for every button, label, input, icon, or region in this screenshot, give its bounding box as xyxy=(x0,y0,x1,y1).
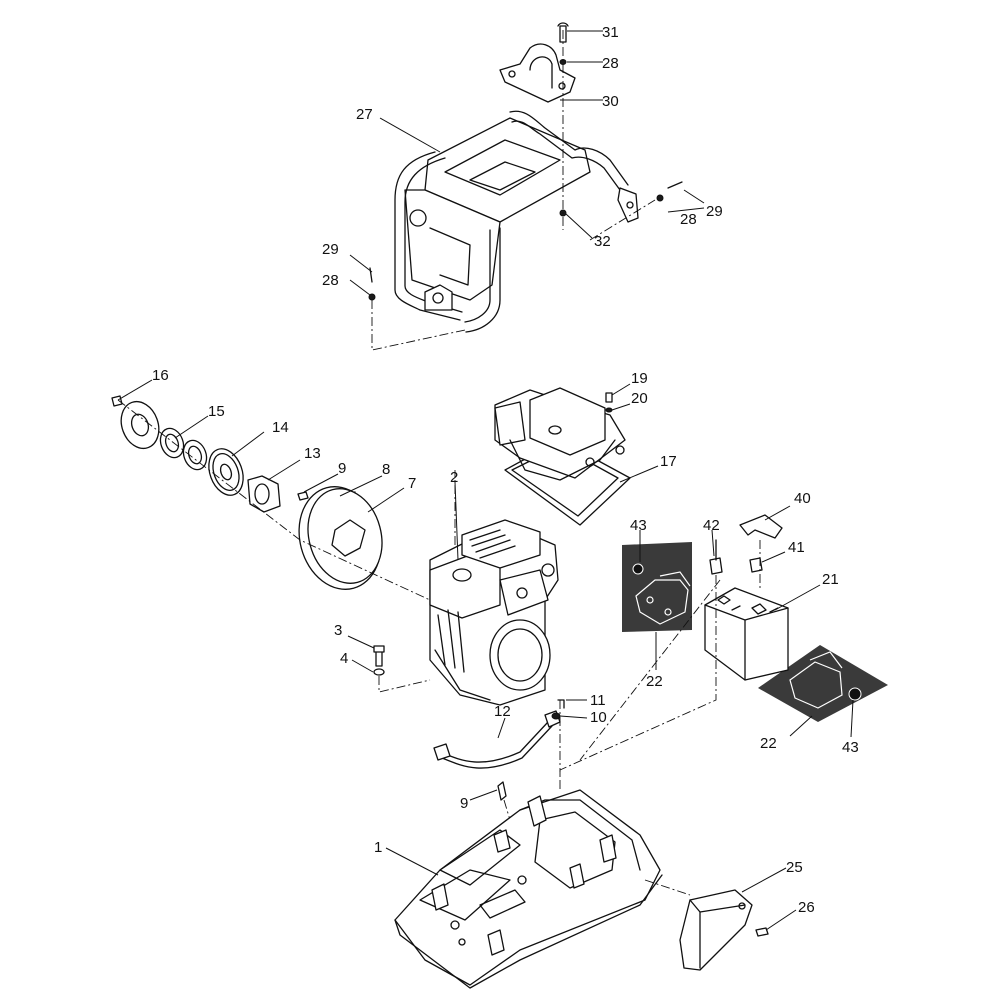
callout-21: 21 xyxy=(822,571,839,588)
callout-25: 25 xyxy=(786,859,803,876)
callout-13: 13 xyxy=(304,445,321,462)
battery-mat-part-22-left xyxy=(622,542,692,632)
callout-41: 41 xyxy=(788,539,805,556)
callout-29: 29 xyxy=(706,203,723,220)
axis-line xyxy=(559,575,717,790)
clip-part-11 xyxy=(557,699,565,709)
callout-27: 27 xyxy=(356,106,373,123)
clutch-disc-part-14 xyxy=(208,448,244,496)
screw-part-26 xyxy=(755,927,769,937)
callout-32: 32 xyxy=(594,233,611,250)
callout-2: 2 xyxy=(450,469,458,486)
cover-plate-part-15 xyxy=(120,400,160,450)
callout-labels: 31 28 30 27 28 29 32 29 28 16 15 14 13 9… xyxy=(152,24,859,916)
bracket-part-40 xyxy=(739,514,783,539)
callout-43: 43 xyxy=(630,517,647,534)
callout-3: 3 xyxy=(334,622,342,639)
callout-14: 14 xyxy=(272,419,289,436)
battery-part-21 xyxy=(704,587,789,681)
washer-part-20 xyxy=(605,407,613,413)
callout-1: 1 xyxy=(374,839,382,856)
callout-7: 7 xyxy=(408,475,416,492)
terminal-clamp-part-42 xyxy=(709,539,723,575)
axis-line xyxy=(378,676,431,693)
callout-43: 43 xyxy=(842,739,859,756)
callout-26: 26 xyxy=(798,899,815,916)
axis-line xyxy=(503,799,511,821)
callout-30: 30 xyxy=(602,93,619,110)
callout-11: 11 xyxy=(590,692,606,709)
guard-frame-part-27 xyxy=(394,110,639,333)
callout-22: 22 xyxy=(760,735,777,752)
callout-16: 16 xyxy=(152,367,169,384)
clamp-part-10 xyxy=(551,712,561,720)
base-plate-part-1 xyxy=(394,789,663,989)
key-part-9-lower xyxy=(497,781,507,801)
callout-28: 28 xyxy=(322,272,339,289)
side-cover-part-25 xyxy=(679,889,753,971)
engine-part-2 xyxy=(429,519,559,706)
callout-42: 42 xyxy=(703,517,720,534)
callout-8: 8 xyxy=(382,461,390,478)
pin-part-29-left xyxy=(368,267,376,301)
pulley-part-7 xyxy=(298,486,383,590)
screw-part-16 xyxy=(111,395,123,407)
washer-part-4 xyxy=(373,668,385,676)
callout-4: 4 xyxy=(340,650,348,667)
callout-10: 10 xyxy=(590,709,607,726)
battery-mat-part-22-right xyxy=(758,645,888,722)
callout-19: 19 xyxy=(631,370,648,387)
clutch-hub-part-13 xyxy=(247,475,281,513)
callout-17: 17 xyxy=(660,453,677,470)
callout-28: 28 xyxy=(680,211,697,228)
callout-29: 29 xyxy=(322,241,339,258)
axis-line xyxy=(589,199,656,241)
callout-9: 9 xyxy=(338,460,346,477)
callout-15: 15 xyxy=(208,403,225,420)
callout-9: 9 xyxy=(460,795,468,812)
terminal-clamp-part-41 xyxy=(749,557,763,573)
callout-28: 28 xyxy=(602,55,619,72)
callout-22: 22 xyxy=(646,673,663,690)
axis-line xyxy=(117,399,431,601)
axis-line xyxy=(579,579,721,761)
callout-12: 12 xyxy=(494,703,511,720)
axis-line xyxy=(644,879,691,896)
callout-40: 40 xyxy=(794,490,811,507)
bolt-part-3 xyxy=(373,645,385,667)
pin-part-29-right xyxy=(656,181,683,202)
key-part-9-upper xyxy=(297,491,309,501)
callout-20: 20 xyxy=(631,390,648,407)
control-box-part-17 xyxy=(494,387,631,526)
callout-31: 31 xyxy=(602,24,619,41)
screw-part-19 xyxy=(605,392,613,403)
bracket-part-30 xyxy=(499,43,576,103)
screw-part-31 xyxy=(557,22,569,43)
leader-lines xyxy=(117,30,854,931)
